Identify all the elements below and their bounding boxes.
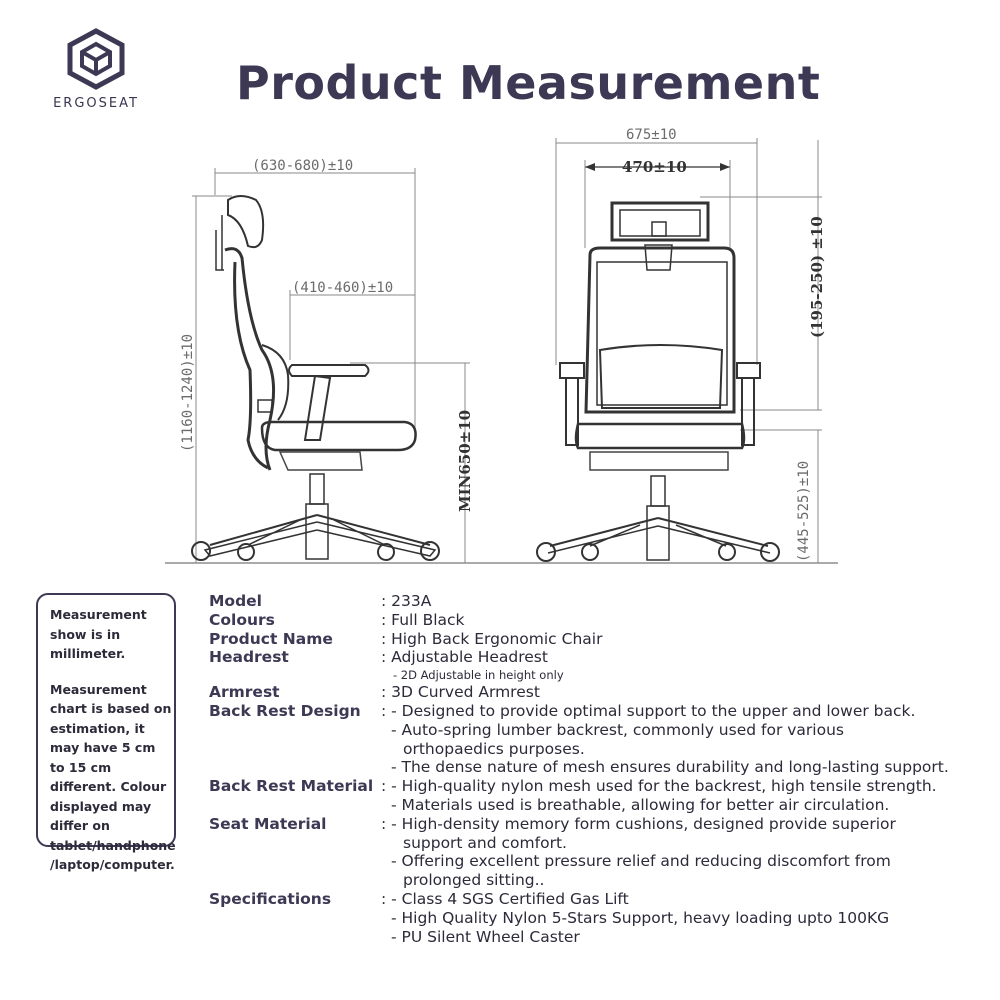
spec-value: orthopaedics purposes. xyxy=(403,739,585,758)
dim-seat-height-range: (445-525)±10 xyxy=(796,461,812,562)
spec-value: : High Back Ergonomic Chair xyxy=(381,629,603,648)
spec-value: - The dense nature of mesh ensures durab… xyxy=(391,758,949,777)
spec-label: Armrest xyxy=(209,683,280,702)
dim-total-height: (1160-1240)±10 xyxy=(180,334,196,452)
brand-logo: ERGOSEAT xyxy=(36,28,156,111)
spec-label: Model xyxy=(209,592,262,610)
spec-row-colours: Colours : Full Black xyxy=(209,611,979,630)
dim-overall-depth: (630-680)±10 xyxy=(252,158,353,174)
spec-value: - Offering excellent pressure relief and… xyxy=(391,852,891,871)
spec-list: Model : 233A Colours : Full Black Produc… xyxy=(209,592,979,946)
spec-label: Seat Material xyxy=(209,814,327,833)
measurement-note-box: Measurement show is in millimeter. Measu… xyxy=(36,593,176,872)
dim-headrest-adjust: (195-250) ±10 xyxy=(808,216,826,338)
page-title: Product Measurement xyxy=(236,56,821,110)
note-disclaimer: Measurement chart is based on estimation… xyxy=(50,681,176,873)
spec-label: Headrest xyxy=(209,648,289,667)
spec-value: : - High-quality nylon mesh used for the… xyxy=(381,777,937,796)
spec-row-headrest: Headrest : Adjustable Headrest - 2D Adju… xyxy=(209,648,979,683)
cube-logo-icon xyxy=(67,28,125,90)
spec-label: Specifications xyxy=(209,889,332,908)
spec-label: Colours xyxy=(209,610,275,629)
spec-label: Back Rest Material xyxy=(209,777,374,796)
spec-row-product-name: Product Name : High Back Ergonomic Chair xyxy=(209,630,979,649)
chair-technical-drawing: (630-680)±10 (410-460)±10 (1160-1240)±10… xyxy=(165,127,838,564)
spec-value: : 233A xyxy=(381,592,432,610)
spec-value: : Full Black xyxy=(381,610,465,629)
spec-value: : - Class 4 SGS Certified Gas Lift xyxy=(381,889,629,908)
spec-row-model: Model : 233A xyxy=(209,592,979,611)
spec-value: - Auto-spring lumber backrest, commonly … xyxy=(391,720,844,739)
spec-value: - High Quality Nylon 5-Stars Support, he… xyxy=(391,908,890,927)
dim-backrest-width: 470±10 xyxy=(622,158,687,176)
spec-row-armrest: Armrest : 3D Curved Armrest xyxy=(209,683,979,702)
spec-value: : - High-density memory form cushions, d… xyxy=(381,814,896,833)
chair-side-view xyxy=(191,168,470,563)
chair-front-view xyxy=(536,138,822,563)
spec-value: : Adjustable Headrest xyxy=(381,648,548,667)
dim-overall-width: 675±10 xyxy=(626,127,677,143)
dim-min-seat-height: MIN650±10 xyxy=(456,410,474,512)
spec-row-specifications: Specifications : - Class 4 SGS Certified… xyxy=(209,890,979,946)
spec-row-seat-material: Seat Material : - High-density memory fo… xyxy=(209,815,979,890)
spec-value: - Materials used is breathable, allowing… xyxy=(391,795,890,814)
dim-seat-depth: (410-460)±10 xyxy=(292,280,393,296)
spec-row-back-rest-material: Back Rest Material : - High-quality nylo… xyxy=(209,777,979,815)
spec-value: : - Designed to provide optimal support … xyxy=(381,701,916,720)
brand-name: ERGOSEAT xyxy=(53,96,139,111)
note-units: Measurement show is in millimeter. xyxy=(50,607,147,661)
spec-row-back-rest-design: Back Rest Design : - Designed to provide… xyxy=(209,702,979,777)
spec-value: support and comfort. xyxy=(403,833,567,852)
spec-subnote: - 2D Adjustable in height only xyxy=(393,668,564,683)
spec-label: Back Rest Design xyxy=(209,701,361,720)
spec-label: Product Name xyxy=(209,629,333,648)
spec-value: - PU Silent Wheel Caster xyxy=(391,927,580,946)
spec-value: prolonged sitting.. xyxy=(403,871,545,890)
spec-value: : 3D Curved Armrest xyxy=(381,683,540,702)
